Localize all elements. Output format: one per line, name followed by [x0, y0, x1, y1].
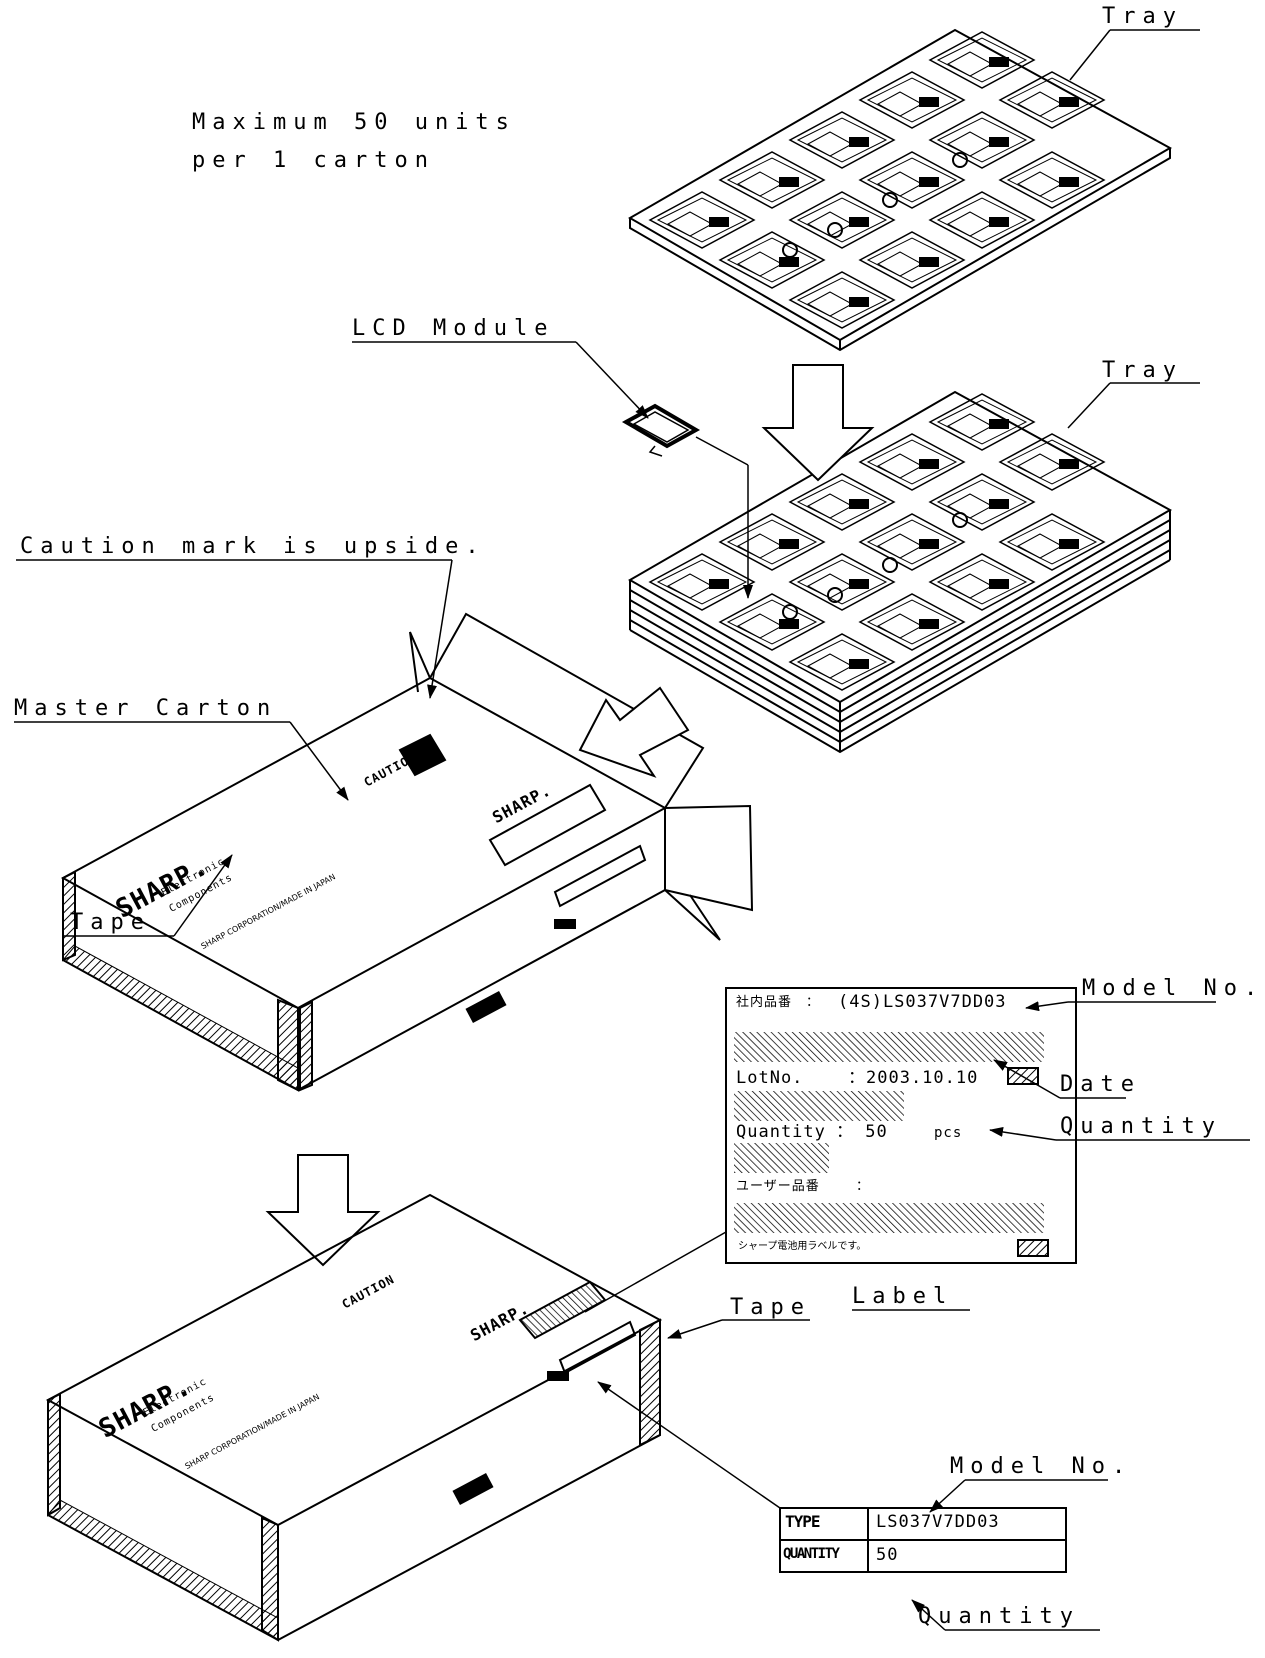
label-qty-unit: pcs: [934, 1125, 963, 1141]
table-model-callout: Model No.: [950, 1454, 1133, 1479]
label-user-prefix: ユーザー品番: [736, 1179, 820, 1194]
table-type-value: LS037V7DD03: [876, 1512, 1000, 1532]
label-lot-prefix: LotNo.: [736, 1068, 804, 1088]
master-carton-open: [60, 612, 754, 1092]
label-model-callout: Model No.: [1082, 976, 1265, 1001]
master-carton-closed: [45, 1193, 663, 1642]
arrow-into-carton: [578, 686, 690, 778]
table-qty-callout: Quantity: [918, 1604, 1080, 1629]
table-type-key: TYPE: [785, 1512, 821, 1531]
lcd-module: [621, 403, 701, 457]
label-user-value: ：: [856, 1179, 871, 1194]
table-qty-value: 50: [876, 1545, 899, 1565]
down-arrow-trays: [761, 364, 875, 482]
label-box: [725, 987, 1077, 1264]
label-model-prefix: 社内品番 ：: [736, 995, 821, 1010]
master-carton-label: Master Carton: [14, 696, 278, 721]
lcd-module-label: LCD Module: [352, 316, 555, 341]
leader-lines: [14, 29, 1250, 1631]
label-date-callout: Date: [1060, 1072, 1141, 1097]
tape-right-label: Tape: [730, 1295, 811, 1320]
caution-label: Caution mark is upside.: [20, 534, 486, 559]
table-qty-key: QUANTITY: [783, 1546, 840, 1562]
label-lot-value: ：2003.10.10: [848, 1068, 979, 1088]
intro-line-1: Maximum 50 units: [192, 110, 516, 135]
label-qty-prefix: Quantity: [736, 1122, 826, 1142]
label-footer: シャープ電池用ラベルです。: [738, 1241, 867, 1252]
tray-top: [628, 28, 1173, 352]
tray-stack: [628, 390, 1173, 754]
label-caption: Label: [852, 1284, 954, 1309]
tape-left-label: Tape: [70, 910, 151, 935]
down-arrow-cartons: [265, 1154, 381, 1267]
type-table: [779, 1507, 1067, 1573]
label-qty-value: ： 50: [836, 1122, 888, 1142]
label-qty-callout: Quantity: [1060, 1114, 1222, 1139]
label-model-value: (4S)LS037V7DD03: [838, 992, 1007, 1012]
tray-mid-label: Tray: [1102, 358, 1183, 383]
intro-line-2: per 1 carton: [192, 148, 435, 173]
tray-top-label: Tray: [1102, 4, 1183, 29]
